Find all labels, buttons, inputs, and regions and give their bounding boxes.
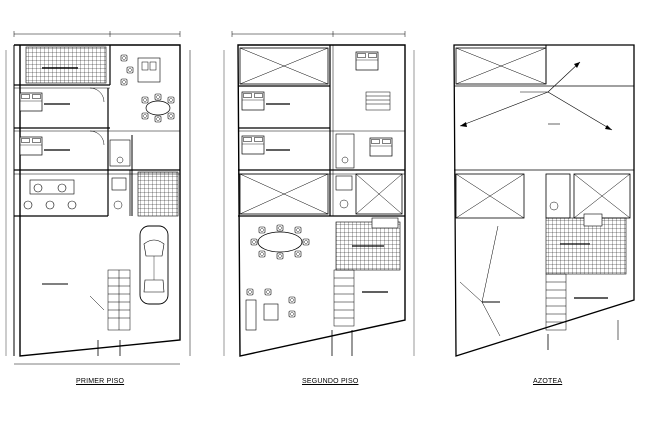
plan-title-azotea: AZOTEA [533,378,563,385]
plan-primer-piso [5,31,191,365]
plan-azotea [453,44,635,357]
plan-title-segundo-piso: SEGUNDO PISO [302,378,359,385]
plan-title-primer-piso: PRIMER PISO [76,378,125,385]
plan-segundo-piso [223,31,415,357]
